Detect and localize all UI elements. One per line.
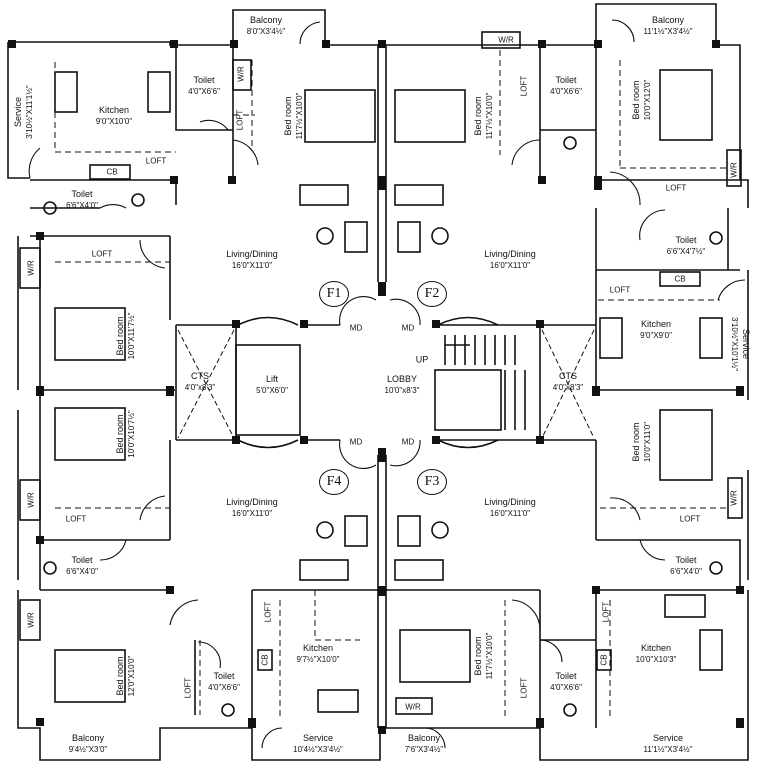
loft-label: LOFT xyxy=(665,183,687,193)
loft-label: LOFT xyxy=(601,601,611,623)
loft-label: LOFT xyxy=(263,601,273,623)
loft-label: LOFT xyxy=(235,109,245,131)
wardrobe-label: W/R xyxy=(26,260,36,276)
loft-label: LOFT xyxy=(183,677,193,699)
loft-label: LOFT xyxy=(519,75,529,97)
loft-label: LOFT xyxy=(65,514,87,524)
main-door-f2-label: MD xyxy=(401,323,415,333)
loft-label: LOFT xyxy=(609,285,631,295)
wardrobe-label: W/R xyxy=(26,492,36,508)
flat-f4-marker: F4 xyxy=(319,469,349,495)
wardrobe-label: W/R xyxy=(26,612,36,628)
wardrobe-label: W/R xyxy=(498,35,514,45)
cupboard-label: CB xyxy=(260,654,270,666)
loft-label: LOFT xyxy=(91,249,113,259)
wardrobe-label: W/R xyxy=(729,490,739,506)
loft-label: LOFT xyxy=(519,677,529,699)
loft-label: LOFT xyxy=(145,156,167,166)
wardrobe-label: W/R xyxy=(236,66,246,82)
flat-f1-marker: F1 xyxy=(319,281,349,307)
stair-up-label: UP xyxy=(415,354,429,365)
cupboard-label: CB xyxy=(106,167,118,177)
flat-f2-marker: F2 xyxy=(417,281,447,307)
cupboard-label: CB xyxy=(674,274,686,284)
loft-label: LOFT xyxy=(679,514,701,524)
flat-f3-marker: F3 xyxy=(417,469,447,495)
wardrobe-label: W/R xyxy=(729,162,739,178)
main-door-f3-label: MD xyxy=(401,437,415,447)
cupboard-label: CB xyxy=(599,654,609,666)
wardrobe-label: W/R xyxy=(405,702,421,712)
main-door-f4-label: MD xyxy=(349,437,363,447)
main-door-f1-label: MD xyxy=(349,323,363,333)
